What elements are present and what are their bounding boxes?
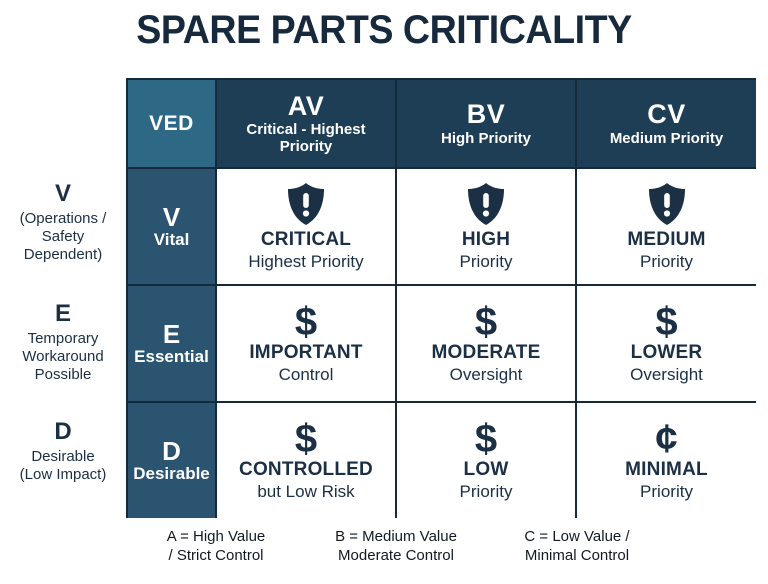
cell-note-d-cv: Priority xyxy=(640,481,693,501)
cell-main-v-cv: MEDIUM xyxy=(627,228,706,250)
column-sub-bv-line1: High Priority xyxy=(440,129,531,147)
shield-exclamation-icon xyxy=(647,182,687,226)
cell-main-d-av: CONTROLLED xyxy=(239,458,373,480)
cell-main-d-cv: MINIMAL xyxy=(625,458,708,480)
cell-note-e-bv: Oversight xyxy=(449,364,523,384)
row-sub-e: Essential xyxy=(134,346,209,366)
column-code-bv: BV xyxy=(466,99,506,130)
cell-main-e-bv: MODERATE xyxy=(431,341,541,363)
dollar-sign-icon: $ xyxy=(474,416,498,461)
axis-desc-e-line2: Workaround xyxy=(22,347,104,365)
row-code-v: V xyxy=(162,201,181,232)
shield-exclamation-icon xyxy=(286,182,326,226)
cell-note-d-av: but Low Risk xyxy=(257,481,355,501)
criticality-matrix: VED AV Critical - Highest Priority BV Hi… xyxy=(126,78,756,518)
dollar-sign-icon: $ xyxy=(655,299,678,344)
matrix-cell-v-cv: MEDIUM Priority xyxy=(577,169,756,286)
matrix-cell-e-bv: $ MODERATE Oversight xyxy=(397,286,577,403)
dollar-sign-icon: $ xyxy=(474,299,498,344)
cell-main-e-av: IMPORTANT xyxy=(249,341,363,363)
row-header-vital: V Vital xyxy=(128,169,217,286)
row-header-essential: E Essential xyxy=(128,286,217,403)
legend-a-line1: A = High Value xyxy=(166,528,266,545)
cell-note-v-cv: Priority xyxy=(640,251,693,271)
cell-note-e-cv: Oversight xyxy=(630,364,703,384)
axis-letter-e: E xyxy=(54,300,71,327)
matrix-cell-d-av: $ CONTROLLED but Low Risk xyxy=(217,403,397,518)
cent-sign-icon: ¢ xyxy=(655,416,678,461)
column-sub-av-line2: Priority xyxy=(279,138,333,156)
axis-desc-d-line1: Desirable xyxy=(31,447,95,465)
axis-desc-d-line2: (Low Impact) xyxy=(19,465,107,483)
row-code-e: E xyxy=(162,318,181,349)
cell-note-e-av: Control xyxy=(278,364,334,384)
footer-legend: A = High Value / Strict Control B = Medi… xyxy=(126,524,768,582)
column-header-cv: CV Medium Priority xyxy=(577,80,756,169)
legend-item-a: A = High Value / Strict Control xyxy=(126,524,306,582)
shield-exclamation-icon xyxy=(466,182,506,226)
axis-desc-v-line3: Dependent) xyxy=(23,245,103,263)
column-header-av: AV Critical - Highest Priority xyxy=(217,80,397,169)
column-header-bv: BV High Priority xyxy=(397,80,577,169)
matrix-cell-d-bv: $ LOW Priority xyxy=(397,403,577,518)
axis-desc-v-line2: Safety xyxy=(41,227,85,245)
cell-main-v-av: CRITICAL xyxy=(260,228,352,250)
row-sub-d: Desirable xyxy=(133,463,210,483)
dollar-sign-icon: $ xyxy=(294,416,318,461)
axis-desc-e-line3: Possible xyxy=(34,365,92,383)
legend-a-line2: / Strict Control xyxy=(168,546,264,564)
axis-letter-v: V xyxy=(54,180,71,207)
cell-main-v-bv: HIGH xyxy=(461,228,511,250)
column-sub-av-line1: Critical - Highest xyxy=(246,120,366,138)
column-sub-cv-line1: Medium Priority xyxy=(609,129,724,147)
ved-label: VED xyxy=(149,111,194,135)
matrix-cell-v-av: CRITICAL Highest Priority xyxy=(217,169,397,286)
row-header-desirable: D Desirable xyxy=(128,403,217,518)
dollar-sign-icon: $ xyxy=(294,299,318,344)
column-code-cv: CV xyxy=(647,99,686,130)
row-sub-v: Vital xyxy=(153,229,190,249)
matrix-cell-v-bv: HIGH Priority xyxy=(397,169,577,286)
matrix-cell-e-av: $ IMPORTANT Control xyxy=(217,286,397,403)
axis-letter-d: D xyxy=(54,418,72,445)
legend-item-c: C = Low Value / Minimal Control xyxy=(486,524,668,582)
axis-desc-e-line1: Temporary xyxy=(27,329,99,347)
axis-label-essential: E Temporary Workaround Possible xyxy=(0,300,126,384)
cell-note-v-av: Highest Priority xyxy=(248,251,364,271)
cell-note-v-bv: Priority xyxy=(459,251,513,271)
cell-main-e-cv: LOWER xyxy=(630,341,703,363)
legend-item-b: B = Medium Value Moderate Control xyxy=(306,524,486,582)
cell-main-d-bv: LOW xyxy=(463,458,509,480)
page-title: SPARE PARTS CRITICALITY xyxy=(136,8,632,52)
row-code-d: D xyxy=(162,435,181,466)
axis-label-desirable: D Desirable (Low Impact) xyxy=(0,418,126,484)
axis-desc-v-line1: (Operations / xyxy=(19,209,107,227)
matrix-corner-cell: VED xyxy=(128,80,217,169)
legend-b-line2: Moderate Control xyxy=(338,546,454,564)
cell-note-d-bv: Priority xyxy=(459,481,513,501)
legend-c-line2: Minimal Control xyxy=(524,546,630,564)
legend-b-line1: B = Medium Value xyxy=(335,528,457,545)
matrix-cell-d-cv: ¢ MINIMAL Priority xyxy=(577,403,756,518)
axis-label-vital: V (Operations / Safety Dependent) xyxy=(0,180,126,264)
matrix-cell-e-cv: $ LOWER Oversight xyxy=(577,286,756,403)
legend-c-line1: C = Low Value / xyxy=(524,528,630,545)
column-code-av: AV xyxy=(287,90,325,121)
